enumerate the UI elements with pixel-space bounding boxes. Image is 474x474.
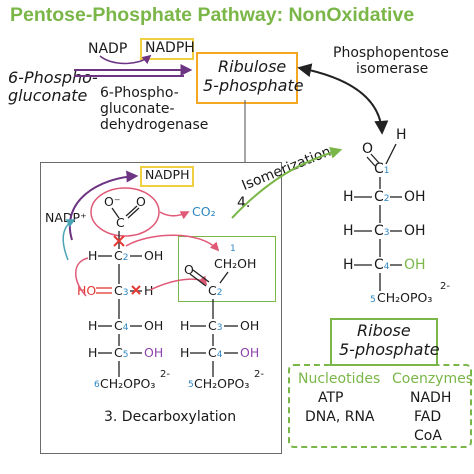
nadph-label: NADPH bbox=[145, 40, 195, 56]
enzyme-line3: dehydrogenase bbox=[100, 117, 209, 133]
ribose-c4: C4 bbox=[374, 257, 390, 273]
r-charge: 2- bbox=[254, 369, 264, 380]
nucleotide-dna-rna: DNA, RNA bbox=[305, 409, 375, 425]
r-c2: C2 bbox=[208, 283, 223, 298]
coenzyme-nadh: NADH bbox=[410, 390, 452, 406]
ribose-c2-h: H bbox=[343, 189, 354, 205]
l-c5-oh: OH bbox=[144, 345, 164, 360]
mech-nadph-label: NADPH bbox=[145, 167, 190, 182]
ribose-label-line1: Ribose bbox=[357, 321, 411, 340]
ribulose-line1: Ribulose bbox=[218, 57, 287, 76]
ribose-c3-oh: OH bbox=[404, 223, 426, 239]
substrate-line2: gluconate bbox=[8, 86, 88, 105]
l-c6-group: CH₂OPO₃ bbox=[100, 376, 156, 391]
r-c3-h: H bbox=[180, 318, 190, 333]
ribose-c1: C1 bbox=[374, 161, 390, 177]
l-c3-h: H bbox=[144, 283, 154, 298]
ribose-c5-group: CH₂OPO₃ bbox=[377, 290, 433, 305]
o-carboxyl-label: O bbox=[136, 194, 146, 209]
r-c4-h: H bbox=[180, 345, 190, 360]
r-c3: C3 bbox=[208, 318, 223, 333]
l-c4-h: H bbox=[88, 318, 98, 333]
cofactors-box bbox=[288, 364, 472, 448]
l-c3: C3 bbox=[114, 283, 129, 298]
r-c2-o: O bbox=[184, 262, 194, 277]
enediol-box bbox=[178, 236, 276, 302]
r-c1-sub: 1 bbox=[230, 244, 236, 254]
ribose-label-line2: 5-phosphate bbox=[339, 340, 440, 359]
isomerase-line1: Phosphopentose bbox=[333, 45, 449, 61]
r-c5-group: CH₂OPO₃ bbox=[194, 376, 250, 391]
ribose-c4-h: H bbox=[343, 257, 354, 273]
ribose-c4-oh: OH bbox=[404, 257, 426, 273]
enzyme-line2: gluconate- bbox=[100, 101, 175, 117]
nadp-label: NADP bbox=[88, 41, 128, 57]
step4-label: 4. bbox=[237, 195, 251, 211]
o-minus-label: O⁻ bbox=[104, 194, 121, 209]
r-c5-sub: 5 bbox=[188, 380, 194, 390]
coenzymes-header: Coenzymes bbox=[392, 371, 474, 387]
ribose-h-top: H bbox=[396, 127, 407, 143]
l-c4: C4 bbox=[114, 318, 129, 333]
nadp-plus-label: NADP⁺ bbox=[45, 210, 87, 225]
l-c5-h: H bbox=[88, 345, 98, 360]
ribose-o: O bbox=[362, 141, 374, 157]
l-c6-sub: 6 bbox=[94, 380, 100, 390]
l-c3-ho: HO bbox=[77, 283, 97, 298]
r-c4: C4 bbox=[208, 345, 223, 360]
ribulose-box bbox=[196, 52, 298, 104]
nucleotide-atp: ATP bbox=[318, 390, 344, 406]
mech-nadph-box bbox=[140, 166, 194, 187]
nucleotides-header: Nucleotides bbox=[298, 371, 381, 387]
substrate-line1: 6-Phospho- bbox=[8, 68, 98, 87]
ribulose-line2: 5-phosphate bbox=[203, 76, 304, 95]
l-c5: C5 bbox=[114, 345, 129, 360]
page-title: Pentose-Phosphate Pathway: NonOxidative bbox=[10, 4, 415, 26]
l-c2-oh: OH bbox=[144, 248, 164, 263]
l-c2-h: H bbox=[88, 248, 98, 263]
ribose-charge: 2- bbox=[440, 281, 450, 292]
enzyme-line1: 6-Phospho- bbox=[100, 85, 179, 101]
co2-label: CO₂ bbox=[192, 204, 216, 219]
r-c4-oh: OH bbox=[240, 345, 260, 360]
l-c4-oh: OH bbox=[144, 318, 164, 333]
coenzyme-fad: FAD bbox=[414, 409, 442, 425]
step3-label: 3. Decarboxylation bbox=[104, 409, 237, 425]
isomerization-arrow bbox=[231, 147, 343, 219]
l-c2: C2 bbox=[114, 248, 129, 263]
r-c1-group: CH₂OH bbox=[214, 256, 257, 271]
ribose-c3-h: H bbox=[343, 223, 354, 239]
mechanism-box bbox=[40, 162, 282, 454]
ribose-c2-oh: OH bbox=[404, 189, 426, 205]
c-carboxyl-label: C bbox=[116, 215, 125, 230]
ribose-c5-sub: 5 bbox=[370, 295, 376, 305]
nadph-box bbox=[140, 38, 194, 60]
ribose-c2: C2 bbox=[374, 189, 390, 205]
coenzyme-coa: CoA bbox=[414, 428, 442, 444]
ribose-c3: C3 bbox=[374, 223, 390, 239]
r-c3-oh: OH bbox=[240, 318, 260, 333]
isomerase-arrow bbox=[297, 63, 389, 135]
l-charge: 2- bbox=[160, 369, 170, 380]
